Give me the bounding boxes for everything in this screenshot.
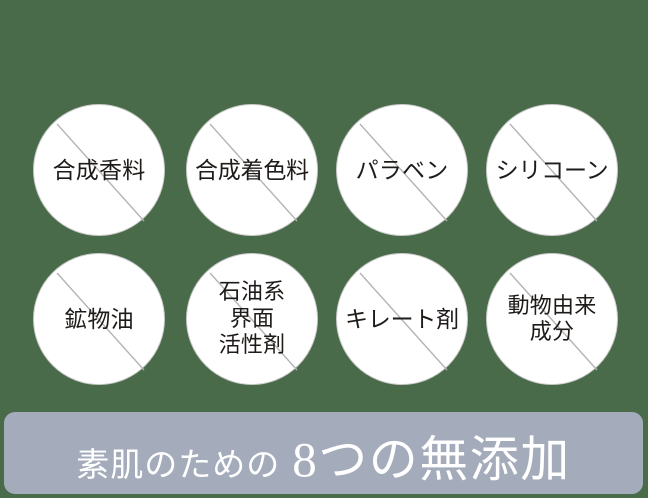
badge-label: 合成着色料 [194, 156, 309, 183]
badge-label: パラベン [355, 156, 449, 183]
badge-label: キレート剤 [344, 305, 459, 332]
badge-label: 石油系 界面 活性剤 [218, 279, 286, 358]
badge-chelating-agent: キレート剤 [336, 253, 468, 385]
badge-label: シリコーン [495, 156, 609, 183]
badge-mineral-oil: 鉱物油 [33, 253, 165, 385]
headline-text: 素肌のための 8つの無添加 [76, 420, 571, 491]
badge-animal-derived: 動物由来 成分 [486, 253, 618, 385]
headline-main: 8つの無添加 [292, 431, 571, 487]
headline-banner: 素肌のための 8つの無添加 [4, 412, 643, 494]
badge-label: 鉱物油 [64, 305, 134, 332]
badge-paraben: パラベン [336, 104, 468, 236]
badge-label: 動物由来 成分 [507, 292, 597, 344]
headline-lead: 素肌のための [76, 447, 281, 484]
badge-synthetic-fragrance: 合成香料 [33, 104, 165, 236]
badge-label: 合成香料 [52, 156, 146, 183]
badge-grid: 合成香料 合成着色料 パラベン シリコーン 鉱物油 [33, 104, 618, 385]
badge-silicone: シリコーン [486, 104, 618, 236]
badge-synthetic-colorant: 合成着色料 [186, 104, 318, 236]
badge-petroleum-surfactant: 石油系 界面 活性剤 [186, 253, 318, 385]
